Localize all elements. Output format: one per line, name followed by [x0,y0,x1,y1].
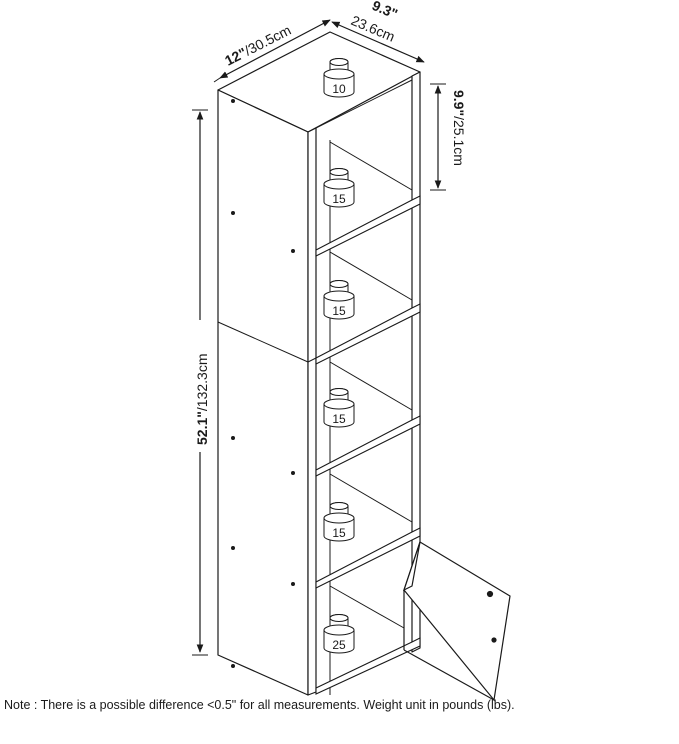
shelf [315,527,421,589]
shelf-height-dimension: 9.9"/25.1cm [430,83,467,191]
shelf-height-inches: 9.9" [451,90,467,116]
depth-inches: 9.3" [370,0,400,22]
left-side-panel [217,89,309,696]
total-height-cm: /132.3cm [194,354,210,412]
svg-text:52.1"/132.3cm: 52.1"/132.3cm [194,354,210,445]
cabinet-door [402,541,511,702]
weight-label: 15 [332,412,346,426]
weight-label: 15 [332,304,346,318]
total-height-inches: 52.1" [194,411,210,445]
weight-label: 10 [332,82,346,96]
shelf [315,415,421,477]
weight-shelf-5: 25 [323,614,355,654]
weight-shelf-4: 15 [323,502,355,542]
door-knob [486,590,494,598]
shelf-height-cm: /25.1cm [451,116,467,166]
weight-shelf-3: 15 [323,388,355,428]
bookcase-body [217,31,421,696]
shelves [315,195,421,695]
svg-text:9.9"/25.1cm: 9.9"/25.1cm [451,90,467,166]
weight-label: 15 [332,192,346,206]
measurement-note: Note : There is a possible difference <0… [4,698,515,712]
weight-shelf-2: 15 [323,280,355,320]
shelf [315,195,421,257]
weight-label: 15 [332,526,346,540]
weight-label: 25 [332,638,346,652]
total-height-dimension: 52.1"/132.3cm [192,109,210,656]
screw-holes [231,99,295,668]
right-side-edge [411,71,421,653]
weight-top: 10 [323,58,355,98]
weight-shelf-1: 15 [323,168,355,208]
shelf [315,303,421,365]
bottom-shelf [315,637,421,695]
side-front-edge [307,127,317,696]
